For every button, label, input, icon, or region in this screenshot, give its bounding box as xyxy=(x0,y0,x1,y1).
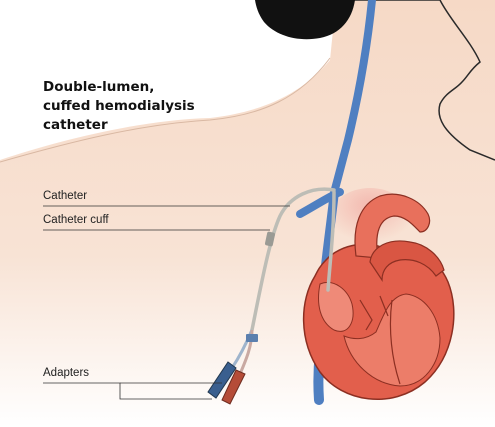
adapter-red xyxy=(221,369,246,405)
title-line-2: cuffed hemodialysis xyxy=(43,98,195,114)
catheter-tube xyxy=(250,187,336,332)
adapter-clamp xyxy=(246,334,258,342)
aorta xyxy=(354,193,431,259)
catheter-cuff xyxy=(265,231,275,247)
label-adapters: Adapters xyxy=(43,367,90,379)
title-line-1: Double-lumen, xyxy=(43,79,155,95)
right-atrium xyxy=(318,282,354,332)
adapter-branch-red xyxy=(238,329,254,375)
title-line-3: catheter xyxy=(43,117,108,133)
leader-adapters xyxy=(43,382,212,400)
shoulder-outline xyxy=(0,57,331,163)
diagram-title: Double-lumen, cuffed hemodialysis cathet… xyxy=(43,78,243,135)
septum xyxy=(389,299,401,385)
ventricles xyxy=(343,293,441,387)
adapter-blue xyxy=(207,361,237,399)
hair xyxy=(255,0,355,40)
label-catheter: Catheter xyxy=(43,190,88,202)
label-catheter-cuff: Catheter cuff xyxy=(43,214,109,226)
pulmonary-artery xyxy=(369,240,445,282)
valve xyxy=(359,295,389,331)
face-outline xyxy=(330,0,495,161)
catheter-tip xyxy=(326,190,336,292)
jugular-vein xyxy=(328,0,376,204)
